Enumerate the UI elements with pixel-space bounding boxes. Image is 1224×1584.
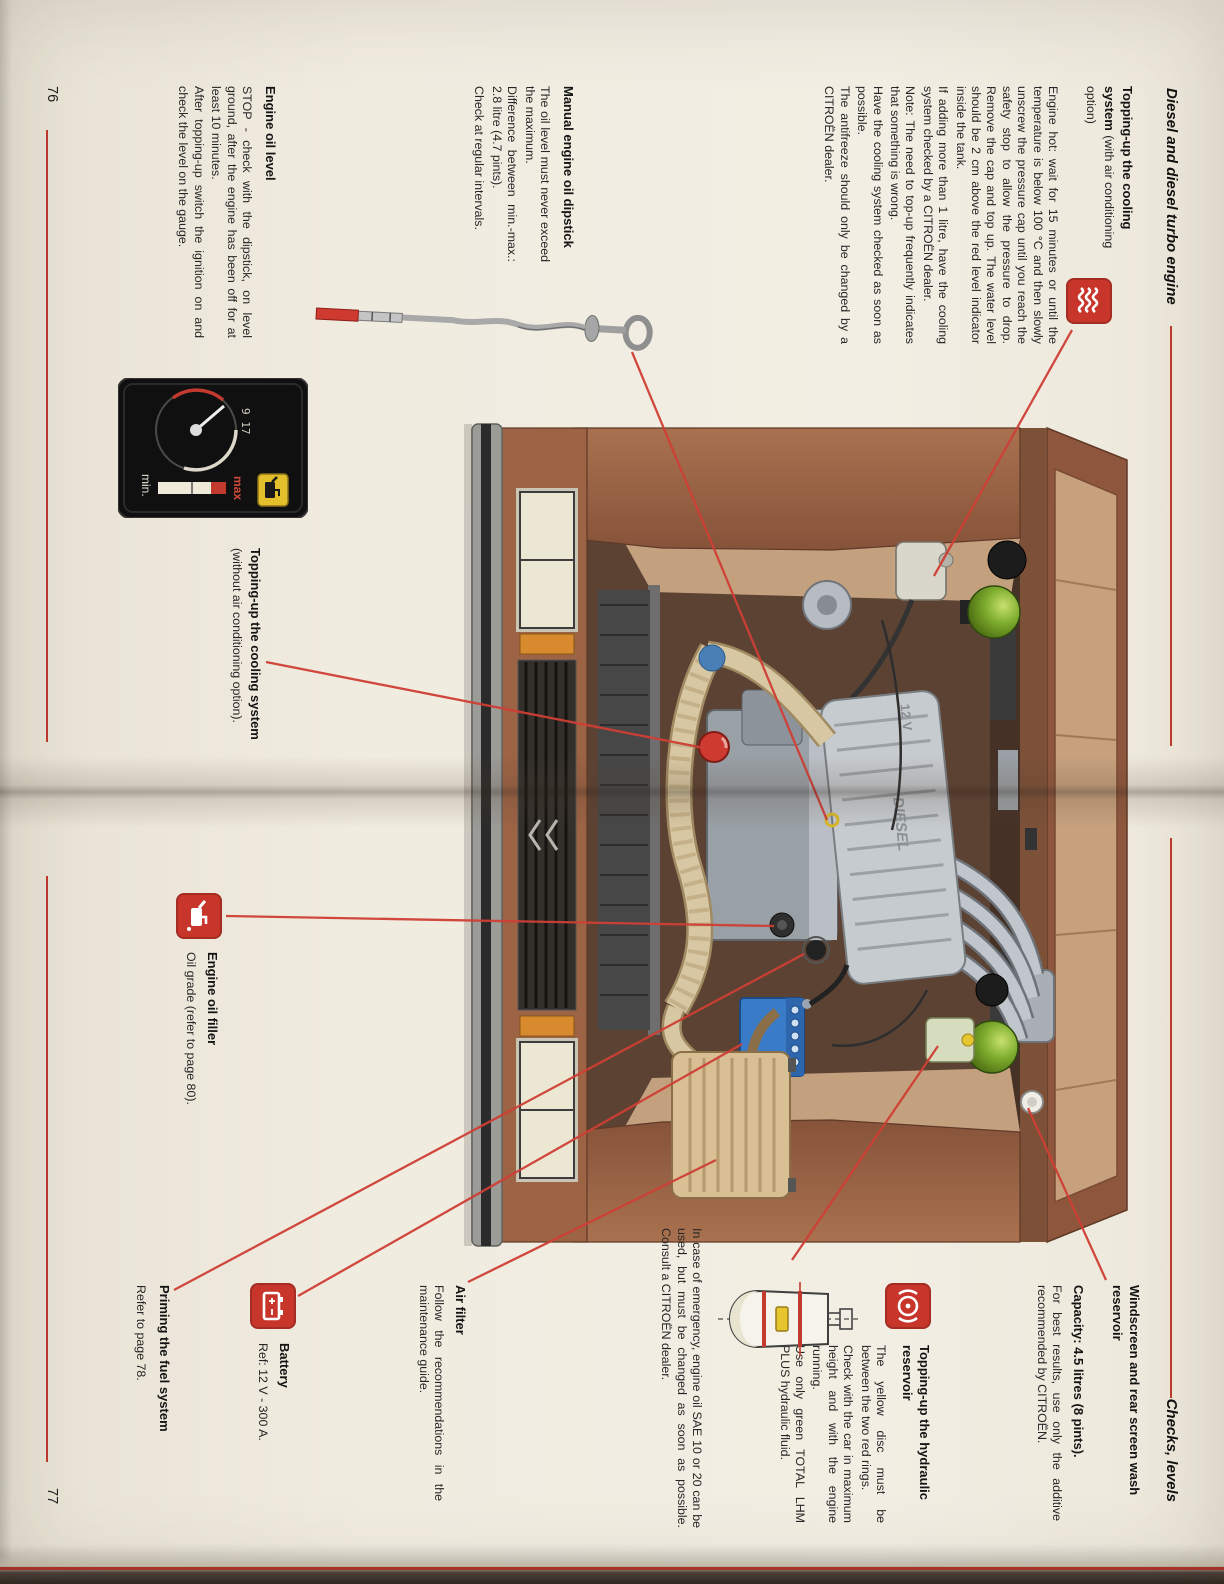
yellow-disc [775,1306,789,1332]
cooling-ac-p5: The antifreeze should only be changed by… [822,86,852,344]
oil-filler-cap [769,912,795,938]
bumper [471,423,503,1247]
washer-reservoir-cap [1020,1090,1044,1114]
dipstick-p3: Check at regular intervals. [472,86,487,230]
chevron-emblem [528,819,559,851]
wash-reservoir-title: Windscreen and rear screen wash reservoi… [1110,1285,1143,1496]
dipstick-p2: Difference between min.-max.: 2.8 litre … [489,86,520,262]
oil-filler-title: Engine oil filler [205,952,220,1046]
air-filter-title: Air filter [453,1285,468,1335]
gauge-digits: 9 17 [239,408,252,435]
fuel-primer-pump [802,936,830,964]
radiator-cap-red [698,731,730,763]
oil-can-icon [176,893,222,939]
indicator-right [519,1015,575,1037]
engine-label-12v: 12 V [897,703,915,731]
hydraulic-emergency: In case of emergency, engine oil SAE 10 … [659,1228,704,1528]
left-fender [573,427,1021,551]
battery-icon [250,1283,296,1329]
indicator-left [519,633,575,655]
dipstick-body: The oil level must never exceed the maxi… [469,86,552,262]
cooling-ac-p2: If adding more than 1 litre, have the co… [920,86,951,344]
headlight-right [516,1038,578,1182]
hydraulic-title: Topping-up the hydraulic reservoir [900,1345,933,1501]
blue-cap [698,644,726,672]
alternator [802,580,852,630]
book-fore-edge [0,1544,1224,1584]
cooling-ac-p4: Have the cooling system checked as soon … [855,86,885,344]
lhm-reservoir-diagram [716,1282,858,1356]
green-sphere-left [967,585,1021,639]
gauge-max-label: max [231,476,245,500]
cooling-ac-heading: Topping-up the cooling system (with air … [1082,86,1136,272]
page76-bottom-rule [45,130,48,742]
cooling-ac-body: Engine hot: wait for 15 minutes or until… [819,86,1060,344]
oil-filler-body: Oil grade (refer to page 80). [184,952,198,1105]
brake-booster-left [987,540,1027,580]
grille [517,659,577,1011]
right-fender [573,1119,1021,1243]
page77-bottom-rule [45,876,48,1462]
page-bottom-shadow [0,0,12,1584]
oil-can-symbol-yellow [257,473,289,507]
wash-reservoir-capacity: Capacity: 4.5 litres (8 pints). [1071,1285,1086,1458]
cooling-no-ac-subtitle: (without air conditioning option). [230,548,244,723]
cooling-no-ac-title: Topping-up the cooling system [248,548,263,740]
brake-booster-right [975,973,1009,1007]
battery-title: Battery [277,1343,292,1388]
engine-bay-illustration: 12 V DIESEL [464,423,1128,1247]
page77-number: 77 [44,1488,60,1505]
oil-level-body: STOP - check with the dipstick, on level… [173,86,254,338]
cooling-ac-p3: Note: The need to top-up frequently indi… [887,86,918,344]
oil-level-p2: After topping-up switch the ignition on … [176,86,206,338]
battery-body: Ref: 12 V - 300 A. [256,1343,270,1441]
oil-level-gauge: 9 17 max min. [118,378,308,518]
engine-label-diesel: DIESEL [889,796,912,852]
fore-edge-red-rule [0,1567,1224,1570]
oil-level-p1: STOP - check with the dipstick, on level… [209,86,254,338]
cooling-ac-p1: Engine hot: wait for 15 minutes or until… [953,86,1060,344]
headlight-left [516,488,578,632]
gauge-min-label: min. [139,474,153,497]
oil-level-title: Engine oil level [263,86,278,181]
front-panel [464,423,588,1247]
coolant-icon [1066,278,1112,324]
priming-title: Priming the fuel system [157,1285,172,1432]
air-filter-body: Follow the recommendations in the mainte… [416,1285,446,1501]
bonnet [981,426,1128,1244]
radiator [598,585,660,1035]
dipstick-title: Manual engine oil dipstick [561,86,576,248]
wash-reservoir-note: For best results, use only the additive … [1034,1285,1064,1521]
page76-top-rule [1169,326,1172,746]
page76-number: 76 [44,86,60,103]
dipstick-drawing [315,307,653,351]
brake-hydraulic-icon [885,1283,931,1329]
page77-top-rule [1169,838,1172,1398]
valve-cover: 12 V DIESEL [820,690,967,985]
priming-body: Refer to page 78. [134,1285,148,1381]
cooling-no-ac-label: Topping-up the cooling system (without a… [228,548,264,756]
dipstick-p1: The oil level must never exceed the maxi… [522,86,552,262]
lhm-reservoir [925,1017,975,1063]
